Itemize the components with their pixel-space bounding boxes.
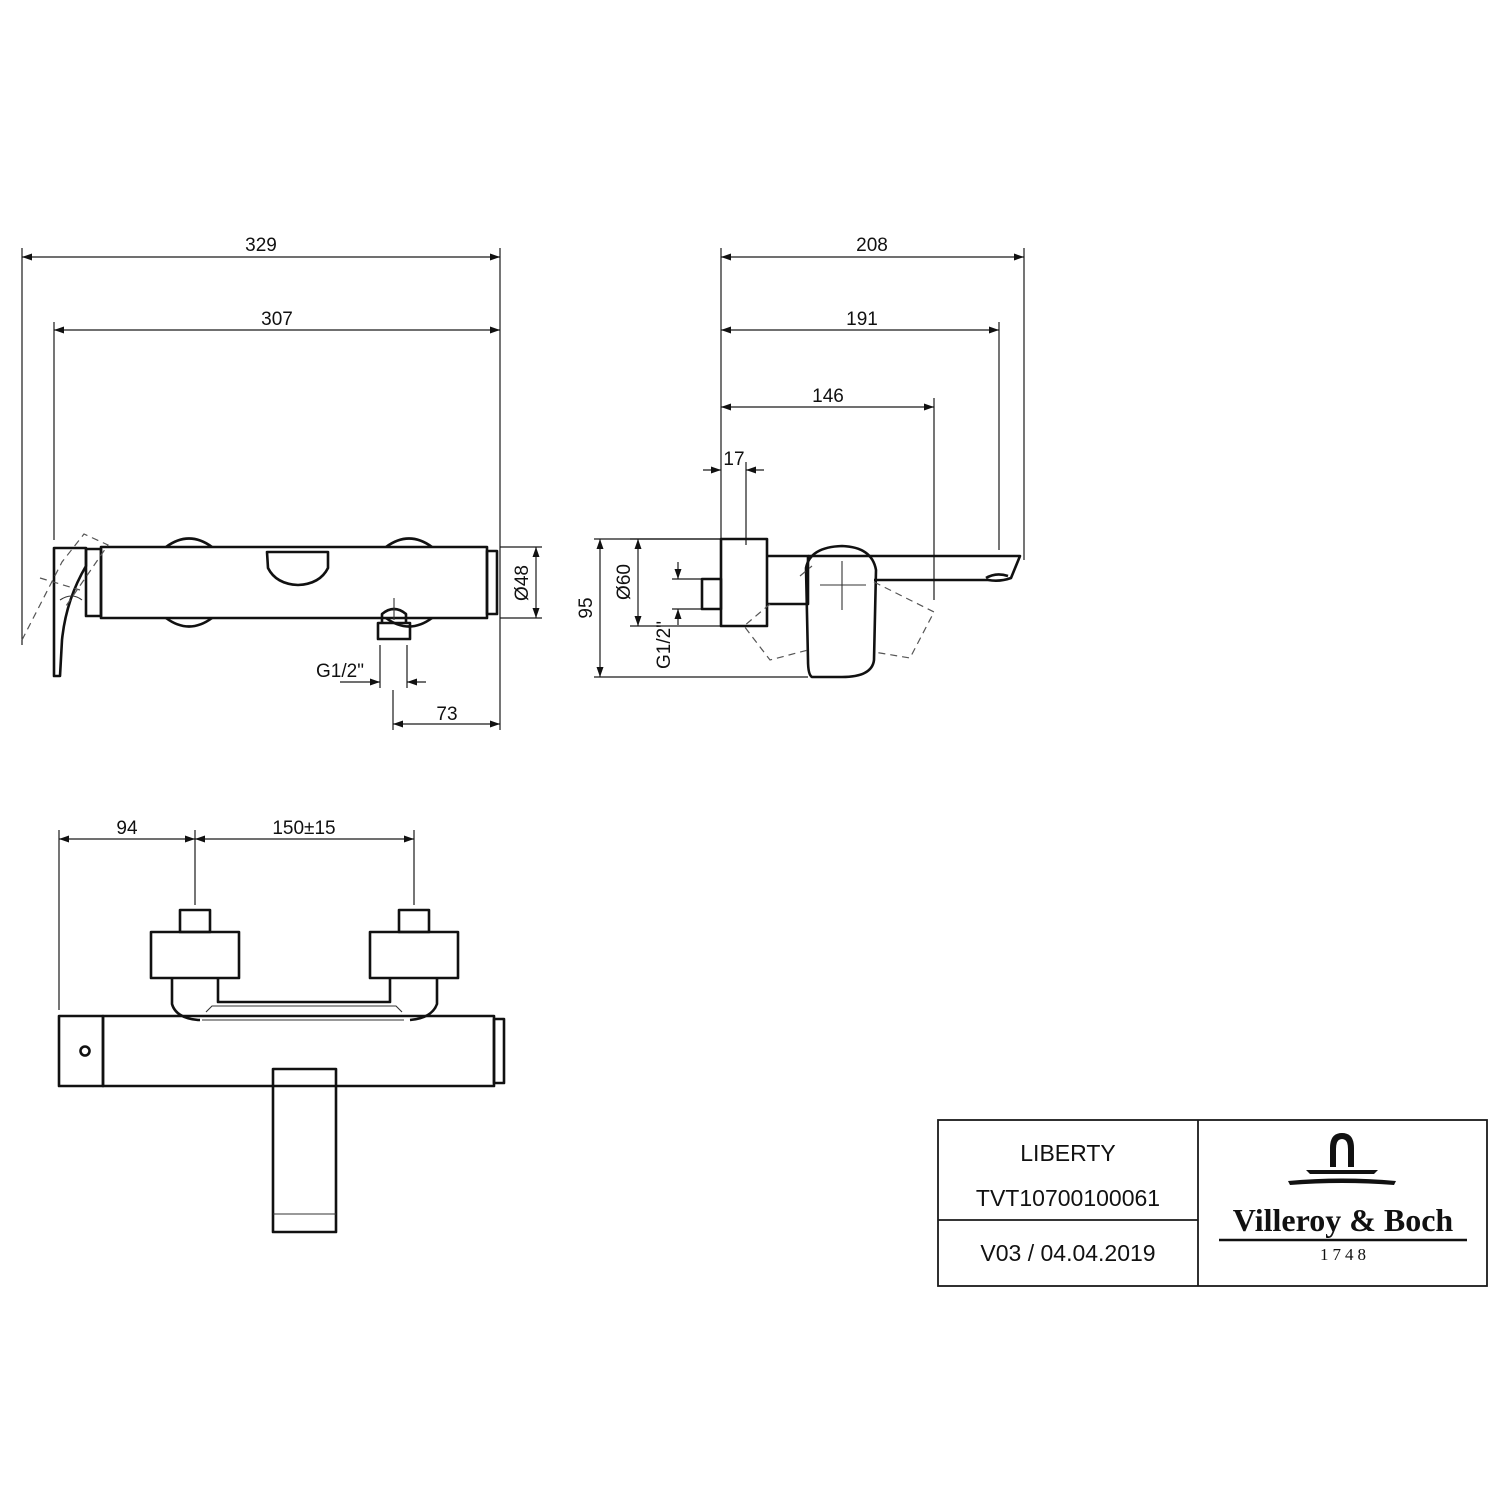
dim-94: 94	[116, 818, 138, 839]
dim-150: 150±15	[272, 818, 335, 839]
dim-307: 307	[261, 309, 293, 330]
dim-front-thread: G1/2"	[316, 661, 364, 682]
brand-name: Villeroy & Boch	[1233, 1202, 1454, 1238]
dim-208: 208	[856, 235, 888, 256]
dim-diameter-60: Ø60	[614, 564, 635, 600]
dim-17: 17	[723, 449, 744, 470]
top-view: 94 150±15	[57, 818, 506, 1234]
faucet-icon	[1330, 1133, 1354, 1167]
product-name: LIBERTY	[1020, 1140, 1115, 1166]
brand-logo: Villeroy & Boch 1748	[1219, 1133, 1467, 1264]
dim-95: 95	[576, 597, 597, 618]
title-block: LIBERTY TVT10700100061 V03 / 04.04.2019 …	[937, 1119, 1488, 1287]
side-view: 208 191 146 17 95 Ø60 G1/2"	[576, 235, 1025, 679]
dim-73: 73	[436, 704, 457, 725]
dim-191: 191	[846, 309, 878, 330]
dim-diameter-48: Ø48	[512, 565, 533, 601]
dim-side-thread: G1/2"	[654, 621, 675, 669]
front-view: 329 307 G1/2" 73	[21, 235, 542, 730]
revision-date: V03 / 04.04.2019	[980, 1240, 1155, 1266]
dim-329: 329	[245, 235, 277, 256]
dim-146: 146	[812, 386, 844, 407]
article-number: TVT10700100061	[976, 1185, 1160, 1211]
brand-year: 1748	[1320, 1245, 1370, 1264]
